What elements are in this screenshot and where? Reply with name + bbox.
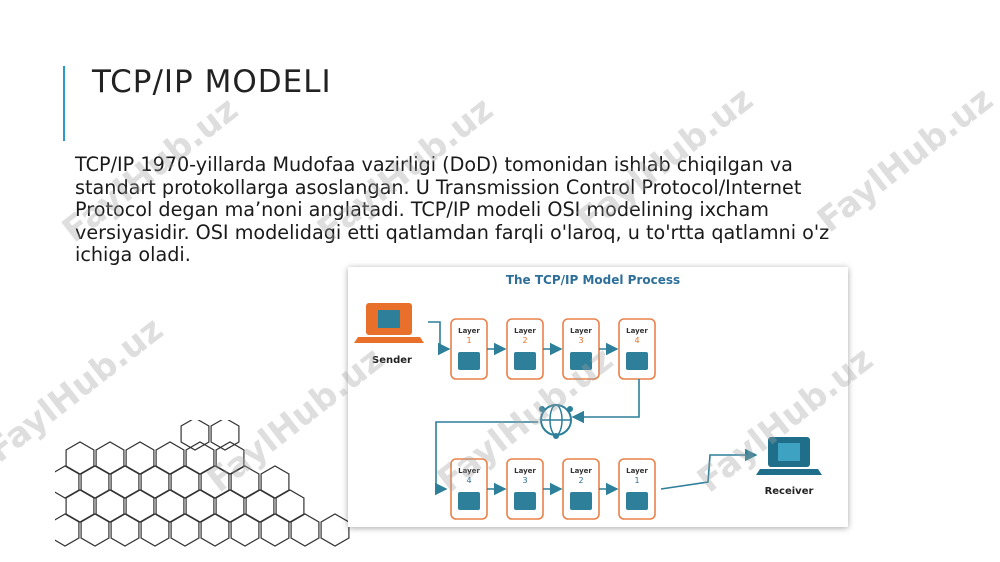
layer-data-icon <box>514 492 536 510</box>
layer-number-label: 4 <box>634 336 639 345</box>
arrow-network-to-bottom <box>434 421 538 496</box>
layer-data-icon <box>570 352 592 370</box>
hexagon-shape <box>180 420 210 451</box>
hexagon-shape <box>320 513 350 547</box>
layer-number-label: 1 <box>634 476 639 485</box>
layer-data-icon <box>458 492 480 510</box>
title-accent-bar <box>63 66 65 141</box>
hexagon-shape <box>200 513 230 547</box>
layer-number-label: 2 <box>578 476 583 485</box>
network-globe-icon <box>539 404 573 439</box>
layer-number-label: 3 <box>522 476 527 485</box>
hexagon-shape <box>260 513 290 547</box>
layer-word-label: Layer <box>570 467 592 475</box>
layer-number-label: 1 <box>466 336 471 345</box>
figure-title: The TCP/IP Model Process <box>506 273 680 287</box>
layer-word-label: Layer <box>458 327 480 335</box>
slide-body-text: TCP/IP 1970-yillarda Mudofaa vazirligi (… <box>75 153 830 266</box>
hexagon-shape <box>140 513 170 547</box>
layer-word-label: Layer <box>458 467 480 475</box>
slide-title: TCP/IP MODELI <box>92 64 332 100</box>
tcpip-diagram: The TCP/IP Model Process Sender Layer1La… <box>354 273 822 520</box>
hexagon-shape <box>80 513 110 547</box>
hexagon-pattern-decoration <box>55 420 350 547</box>
layer-data-icon <box>626 352 648 370</box>
layer-word-label: Layer <box>626 467 648 475</box>
sender-label: Sender <box>372 355 412 366</box>
layer-number-label: 2 <box>522 336 527 345</box>
layer-word-label: Layer <box>514 467 536 475</box>
hexagon-shape <box>210 420 240 451</box>
layer-word-label: Layer <box>626 327 648 335</box>
layer-number-label: 3 <box>578 336 583 345</box>
receiver-label: Receiver <box>765 486 814 497</box>
hexagon-shape <box>170 513 200 547</box>
hexagon-shape <box>110 513 140 547</box>
arrow-to-receiver <box>660 448 758 490</box>
sender-laptop-icon <box>354 303 424 343</box>
layer-word-label: Layer <box>514 327 536 335</box>
hexagon-shape <box>55 513 80 547</box>
layer-data-icon <box>514 352 536 370</box>
arrow-sender-to-layer1 <box>428 321 451 356</box>
layer-number-label: 4 <box>466 476 471 485</box>
arrow-l4-to-network <box>571 379 640 424</box>
layer-data-icon <box>570 492 592 510</box>
layer-data-icon <box>458 352 480 370</box>
hexagon-shape <box>290 513 320 547</box>
layer-word-label: Layer <box>570 327 592 335</box>
layer-data-icon <box>626 492 648 510</box>
receiver-laptop-icon <box>756 437 822 475</box>
hexagon-shape <box>230 513 260 547</box>
